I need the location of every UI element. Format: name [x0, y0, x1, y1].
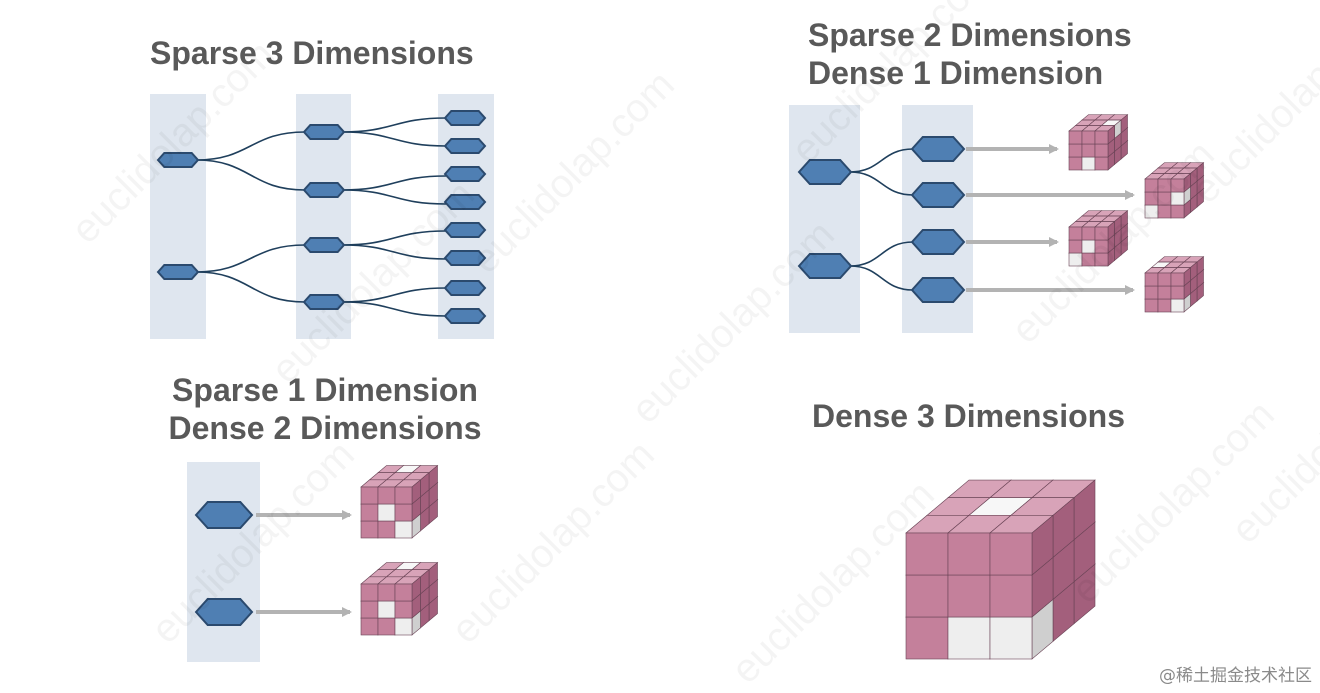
dense-cube-medium: [360, 561, 439, 636]
hierarchy-link: [849, 241, 914, 267]
title-line-2: Dense 1 Dimension: [808, 55, 1104, 91]
hierarchy-link: [341, 117, 447, 133]
hierarchy-link: [341, 287, 447, 303]
hierarchy-link: [341, 244, 447, 260]
hierarchy-link: [849, 171, 914, 196]
hierarchy-link: [341, 301, 447, 317]
hierarchy-link: [341, 131, 447, 147]
member-node: [156, 264, 200, 280]
hierarchy-link: [849, 265, 914, 291]
member-node: [443, 110, 487, 126]
member-node: [443, 194, 487, 210]
member-node: [302, 124, 346, 140]
member-node: [910, 229, 966, 255]
hierarchy-link: [341, 230, 447, 246]
member-node: [302, 294, 346, 310]
dense-cube-large: [905, 479, 1096, 660]
panel-title-sparse-3: Sparse 3 Dimensions: [150, 35, 474, 71]
hierarchy-link: [195, 159, 306, 191]
hierarchy-link: [195, 271, 306, 303]
member-node: [797, 253, 853, 279]
member-node: [443, 138, 487, 154]
hierarchy-link: [341, 175, 447, 191]
panel-title-sparse-1-dense-2: Sparse 1 Dimension Dense 2 Dimensions: [158, 371, 492, 447]
dense-cube-small: [1068, 209, 1129, 267]
member-node: [443, 308, 487, 324]
title-line-2: Dense 2 Dimensions: [168, 410, 482, 446]
credit-text: @稀土掘金技术社区: [1159, 666, 1312, 686]
nodes-layer: [156, 110, 966, 626]
member-node: [302, 237, 346, 253]
member-node: [194, 501, 254, 529]
dense-cube-small: [1144, 161, 1205, 219]
member-node: [443, 250, 487, 266]
member-node: [443, 166, 487, 182]
dimension-column: [438, 94, 494, 339]
member-node: [910, 277, 966, 303]
panel-title-dense-3: Dense 3 Dimensions: [812, 398, 1125, 434]
hierarchy-link: [195, 131, 306, 161]
hierarchy-link: [195, 244, 306, 273]
member-node: [797, 159, 853, 185]
title-line-1: Sparse 1 Dimension: [172, 372, 478, 408]
links-layer: [195, 117, 914, 317]
member-node: [910, 182, 966, 208]
member-node: [443, 222, 487, 238]
dense-cube-small: [1068, 113, 1129, 171]
member-node: [156, 152, 200, 168]
dense-cube-medium: [360, 464, 439, 539]
hierarchy-link: [849, 148, 914, 173]
dense-cube-small: [1144, 255, 1205, 313]
title-line-1: Sparse 2 Dimensions: [808, 17, 1132, 53]
cubes-layer: [360, 113, 1205, 660]
dimension-column: [150, 94, 206, 339]
dimension-column: [187, 462, 260, 662]
member-node: [443, 280, 487, 296]
arrows-layer: [256, 144, 1135, 617]
dimension-column: [789, 105, 860, 333]
panel-title-sparse-2-dense-1: Sparse 2 Dimensions Dense 1 Dimension: [808, 16, 1132, 92]
member-node: [194, 598, 254, 626]
hierarchy-link: [341, 189, 447, 205]
member-node: [302, 182, 346, 198]
member-node: [910, 136, 966, 162]
